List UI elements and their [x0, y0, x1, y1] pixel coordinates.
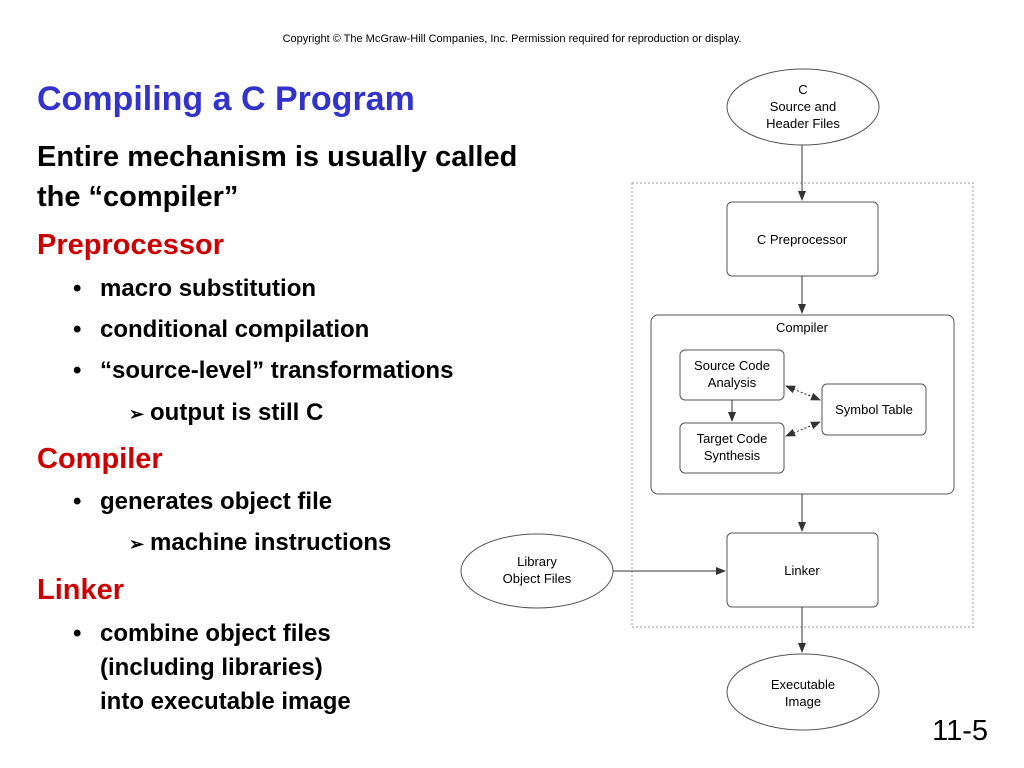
- symbol-table-node: Symbol Table: [821, 383, 927, 436]
- bullet-text-line: (including libraries): [100, 654, 323, 681]
- slide-number: 11-5: [932, 715, 988, 747]
- linker-node: Linker: [726, 532, 879, 608]
- arrow-bullet-icon: ➢: [129, 534, 145, 554]
- slide-title: Compiling a C Program: [37, 80, 415, 118]
- bullet-text: macro substitution: [100, 275, 317, 302]
- target-synthesis-label: Synthesis: [704, 448, 761, 463]
- library-files-label: Library: [517, 554, 557, 569]
- bullet-text: conditional compilation: [100, 316, 370, 343]
- executable-label: Image: [785, 694, 821, 709]
- bullet-item: • “source-level” transformations: [73, 354, 453, 388]
- source-files-label: Header Files: [766, 116, 840, 131]
- executable-label: Executable: [771, 677, 835, 692]
- intro-text: Entire mechanism is usually called the “…: [37, 137, 627, 217]
- bullet-item: • conditional compilation: [73, 313, 369, 347]
- sub-bullet-text: machine instructions: [150, 529, 392, 556]
- source-analysis-label: Source Code: [694, 358, 770, 373]
- bullet-text-multiline: combine object files (including librarie…: [100, 617, 351, 719]
- linker-label: Linker: [784, 563, 820, 578]
- bullet-text-line: combine object files: [100, 620, 331, 647]
- bullet-text-line: into executable image: [100, 688, 351, 715]
- bullet-text: generates object file: [100, 488, 333, 515]
- preprocessor-label: C Preprocessor: [757, 232, 848, 247]
- library-files-node: Library Object Files: [460, 533, 614, 609]
- sub-bullet-item: ➢machine instructions: [129, 526, 391, 561]
- compiler-group-label: Compiler: [776, 320, 829, 335]
- source-files-label: Source and: [770, 99, 837, 114]
- toolchain-boundary: [631, 182, 974, 628]
- bullet-item: •: [73, 617, 100, 651]
- bullet-marker: •: [73, 620, 82, 647]
- target-synthesis-node: Target Code Synthesis: [679, 422, 785, 474]
- arrow-bullet-icon: ➢: [129, 404, 145, 424]
- heading-compiler: Compiler: [37, 443, 163, 475]
- bullet-marker: •: [73, 275, 82, 302]
- preprocessor-node: C Preprocessor: [726, 201, 879, 277]
- bullet-marker: •: [73, 357, 82, 384]
- source-files-label: C: [798, 82, 807, 97]
- sub-bullet-item: ➢output is still C: [129, 396, 323, 431]
- source-analysis-node: Source Code Analysis: [679, 349, 785, 401]
- target-synthesis-label: Target Code: [697, 431, 768, 446]
- heading-preprocessor: Preprocessor: [37, 229, 224, 261]
- intro-line: Entire mechanism is usually called: [37, 141, 518, 173]
- bullet-item: • macro substitution: [73, 272, 316, 306]
- heading-linker: Linker: [37, 574, 125, 606]
- source-files-node: C Source and Header Files: [726, 68, 880, 146]
- bullet-item: • generates object file: [73, 485, 332, 519]
- bullet-marker: •: [73, 316, 82, 343]
- bullet-text: “source-level” transformations: [100, 357, 454, 384]
- source-analysis-label: Analysis: [708, 375, 757, 390]
- bullet-marker: •: [73, 488, 82, 515]
- executable-node: Executable Image: [726, 653, 880, 731]
- sub-bullet-text: output is still C: [150, 399, 324, 426]
- intro-line: the “compiler”: [37, 181, 239, 213]
- copyright-notice: Copyright © The McGraw-Hill Companies, I…: [282, 33, 742, 45]
- symbol-table-label: Symbol Table: [835, 402, 913, 417]
- library-files-label: Object Files: [503, 571, 572, 586]
